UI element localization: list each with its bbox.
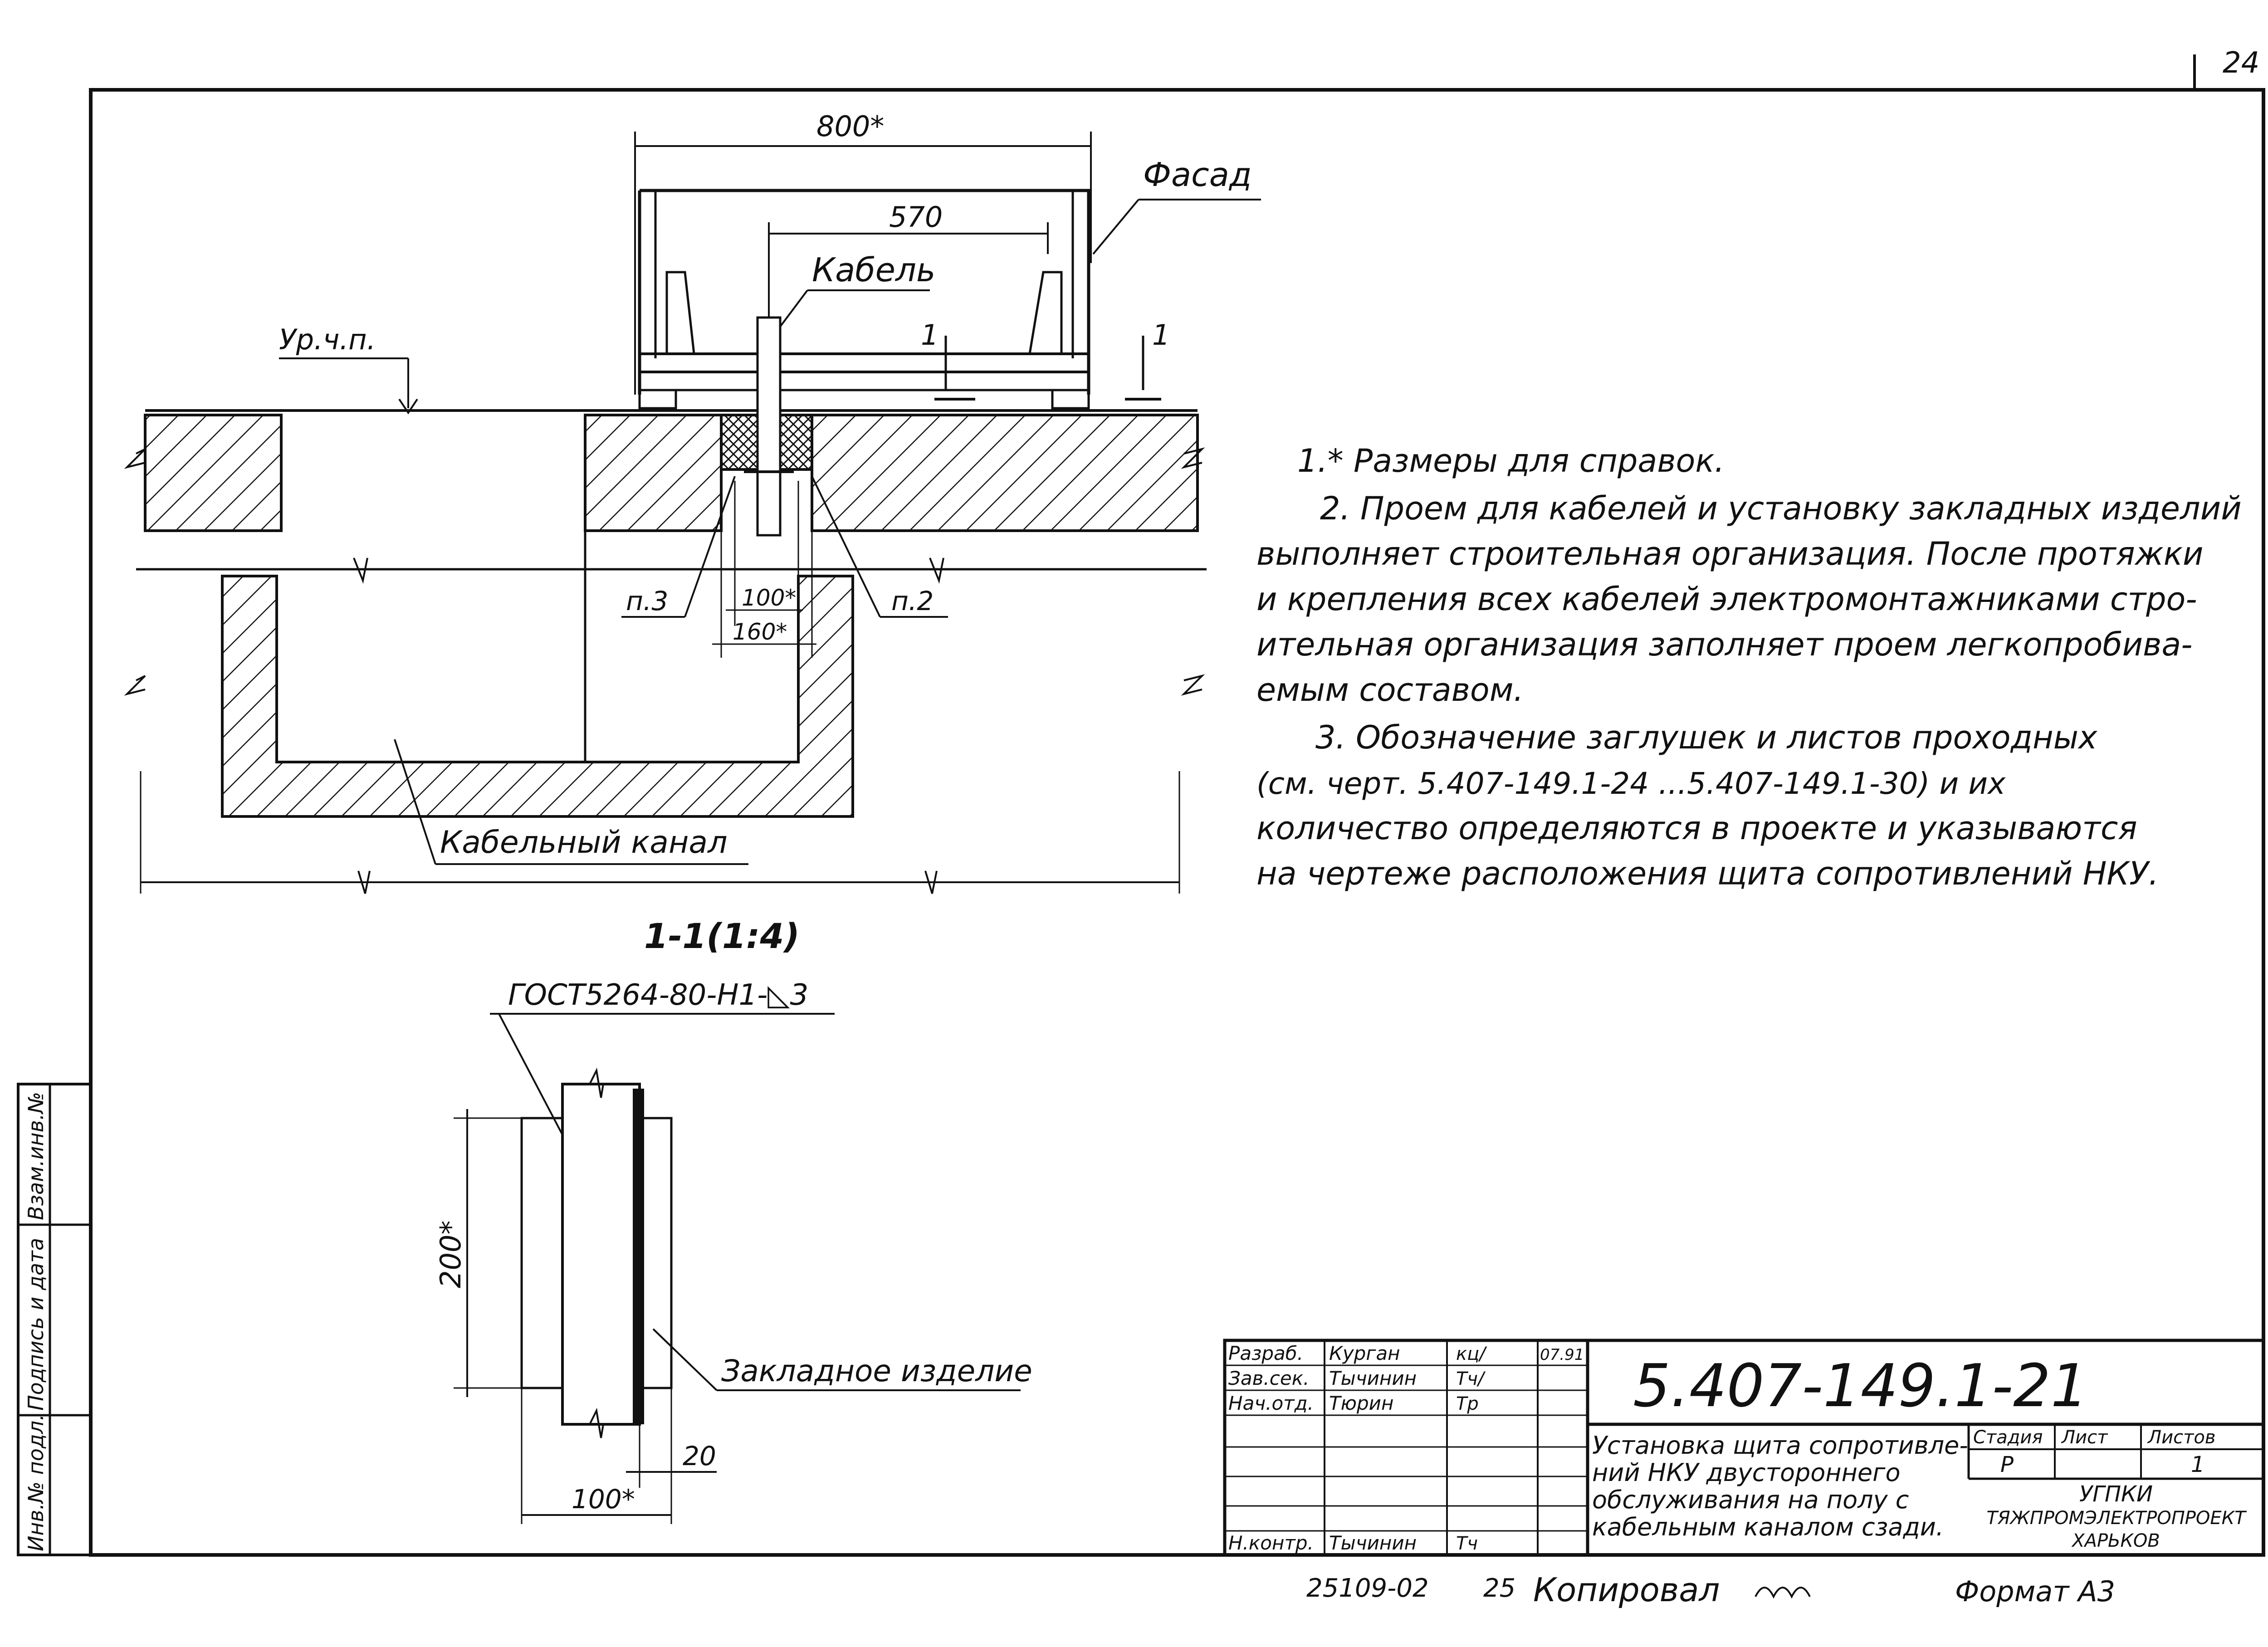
title-line-2: ний НКУ двустороннего (1592, 1458, 1901, 1487)
org-line-2: ТЯЖПРОМЭЛЕКТРОПРОЕКТ (1986, 1508, 2247, 1529)
note-line-10: на чертеже расположения щита сопротивлен… (1256, 855, 2159, 892)
facade-label: Фасад (1143, 156, 1252, 194)
sign-3: Тч (1456, 1533, 1478, 1554)
name-1: Тычинин (1329, 1367, 1417, 1389)
note-line-6: емым составом. (1256, 671, 1524, 709)
notes-block: 1.* Размеры для справок. 2. Проем для ка… (1256, 442, 2242, 892)
stage-header: Стадия (1973, 1427, 2043, 1448)
dimension-100-opening: 100* (742, 585, 796, 611)
role-1: Зав.сек. (1228, 1367, 1309, 1389)
sign-0: кц/ (1456, 1344, 1487, 1364)
section-title: 1-1(1:4) (644, 916, 800, 956)
note-line-5: ительная организация заполняет проем лег… (1256, 626, 2193, 663)
sign-2: Тр (1456, 1393, 1479, 1414)
archive-number: 25109-02 (1306, 1574, 1429, 1603)
note-line-7: 3. Обозначение заглушек и листов проходн… (1315, 719, 2097, 756)
cable-channel-label: Кабельный канал (440, 825, 728, 860)
name-2: Тюрин (1329, 1392, 1393, 1414)
sheet-frame (89, 88, 2265, 1557)
sheets-value: 1 (2191, 1452, 2205, 1477)
dimension-160-opening: 160* (733, 619, 787, 645)
side-stamp: Инв.№ подл. Подпись и дата Взам.инв.№ (17, 1083, 92, 1556)
title-line-3: обслуживания на полу с (1592, 1486, 1909, 1514)
note-line-4: и крепления всех кабелей электромонтажни… (1256, 581, 2197, 618)
stamp-signature-date: Подпись и дата (24, 1238, 48, 1411)
cut-mark-left: 1 (921, 318, 938, 352)
stage-value: Р (2000, 1452, 2014, 1477)
cut-mark-right: 1 (1152, 318, 1170, 352)
weld-detail: ГОСТ5264-80-Н1-◺3 200* Закладное изделие… (434, 978, 1032, 1524)
title-block: Разраб. Курган кц/ 07.91 Зав.сек. Тычини… (1223, 1339, 2265, 1557)
dimension-570: 570 (889, 200, 943, 234)
title-line-1: Установка щита сопротивле- (1592, 1431, 1968, 1460)
embedded-part-label: Закладное изделие (721, 1354, 1032, 1388)
document-code: 5.407-149.1-21 (1633, 1351, 2088, 1420)
org-line-3: ХАРЬКОВ (2071, 1530, 2160, 1551)
stamp-inv-original: Инв.№ подл. (24, 1414, 48, 1551)
format-label: Формат А3 (1955, 1575, 2115, 1608)
sign-1: Тч/ (1456, 1368, 1486, 1389)
dimension-800: 800* (816, 110, 884, 143)
name-0: Курган (1329, 1342, 1400, 1364)
item-p2-label: п.2 (891, 586, 934, 616)
note-line-3: выполняет строительная организация. Посл… (1256, 535, 2204, 572)
copied-by-label: Копировал (1533, 1571, 1720, 1609)
note-line-2: 2. Проем для кабелей и установку закладн… (1320, 490, 2242, 527)
dimension-200: 200* (434, 1221, 467, 1288)
archive-suffix: 25 (1483, 1574, 1515, 1603)
section-drawing: 800* 570 Фасад Кабель Ур.ч.п. 1 (124, 110, 1261, 956)
title-line-4: кабельным каналом сзади. (1592, 1513, 1944, 1541)
sheets-header: Листов (2147, 1427, 2215, 1448)
role-3: Н.контр. (1228, 1532, 1314, 1554)
note-line-1: 1.* Размеры для справок. (1297, 442, 1725, 479)
copied-by-signature (1755, 1587, 1811, 1599)
name-3: Тычинин (1329, 1532, 1417, 1554)
sheet-header: Лист (2061, 1427, 2108, 1448)
note-line-8: (см. черт. 5.407-149.1-24 ...5.407-149.1… (1256, 766, 2006, 801)
stamp-replaced-inv: Взам.инв.№ (24, 1092, 48, 1220)
org-line-1: УГПКИ (2079, 1481, 2153, 1507)
item-p3-label: п.3 (626, 586, 668, 616)
dimension-100-detail: 100* (572, 1484, 635, 1515)
date-0: 07.91 (1540, 1346, 1584, 1364)
role-2: Нач.отд. (1228, 1392, 1314, 1414)
weld-callout: ГОСТ5264-80-Н1-◺3 (508, 978, 808, 1012)
role-0: Разраб. (1228, 1342, 1303, 1364)
dimension-20: 20 (683, 1441, 716, 1471)
page-number: 24 (2223, 46, 2259, 80)
cable-label: Кабель (812, 251, 935, 289)
floor-level-label: Ур.ч.п. (279, 323, 376, 356)
note-line-9: количество определяются в проекте и указ… (1256, 810, 2137, 847)
